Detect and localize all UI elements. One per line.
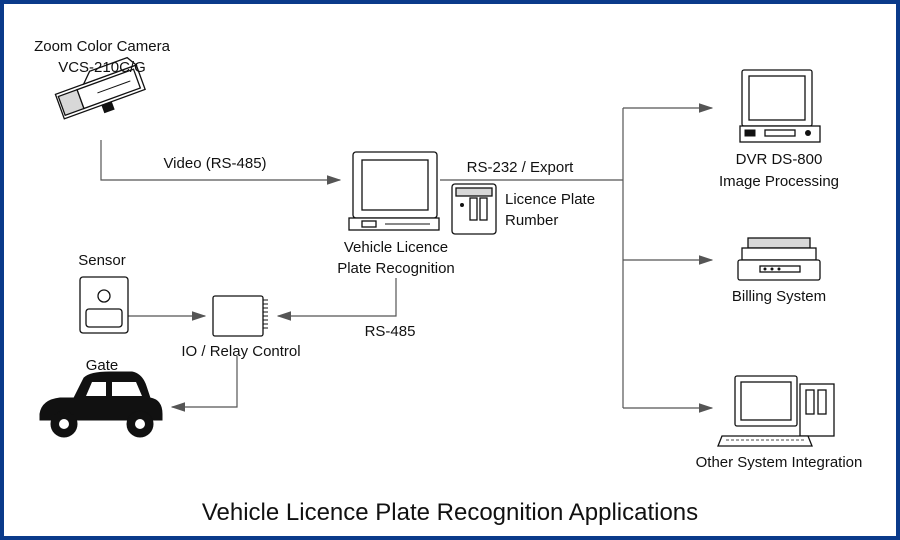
- billing-label: Billing System: [732, 288, 826, 305]
- edge-label-export: RS-232 / Export: [467, 159, 575, 176]
- dvr-label-line1: DVR DS-800: [736, 151, 823, 168]
- dvr-icon: [739, 69, 821, 143]
- sensor-label: Sensor: [78, 252, 126, 269]
- vlpr-label-line1: Vehicle Licence: [344, 239, 448, 256]
- plate-label-line2: Rumber: [505, 212, 558, 229]
- camera-label-line2: VCS-210C/G: [58, 59, 146, 76]
- diagram-title: Vehicle Licence Plate Recognition Applic…: [202, 499, 698, 526]
- camera-icon: [54, 56, 146, 120]
- io-relay-label: IO / Relay Control: [181, 343, 300, 360]
- server-icon: [451, 183, 497, 235]
- camera-label-line1: Zoom Color Camera: [34, 38, 171, 55]
- vlpr-monitor-icon: [348, 151, 440, 231]
- io-relay-icon: [212, 295, 268, 337]
- dvr-label-line2: Image Processing: [719, 173, 839, 190]
- edge-vlpr-to-io: [276, 278, 397, 321]
- computer-icon: [717, 375, 835, 447]
- edge-label-video: Video (RS-485): [163, 155, 266, 172]
- other-label: Other System Integration: [696, 454, 863, 471]
- plate-label-line1: Licence Plate: [505, 191, 595, 208]
- gate-label: Gate: [86, 357, 119, 374]
- printer-icon: [737, 237, 821, 281]
- vlpr-label-line2: Plate Recognition: [337, 260, 455, 277]
- edge-camera-to-vlpr: [100, 140, 342, 185]
- car-icon: [39, 371, 163, 438]
- edge-io-to-gate: [170, 356, 238, 412]
- sensor-icon: [79, 276, 129, 334]
- edge-label-rs485: RS-485: [365, 323, 416, 340]
